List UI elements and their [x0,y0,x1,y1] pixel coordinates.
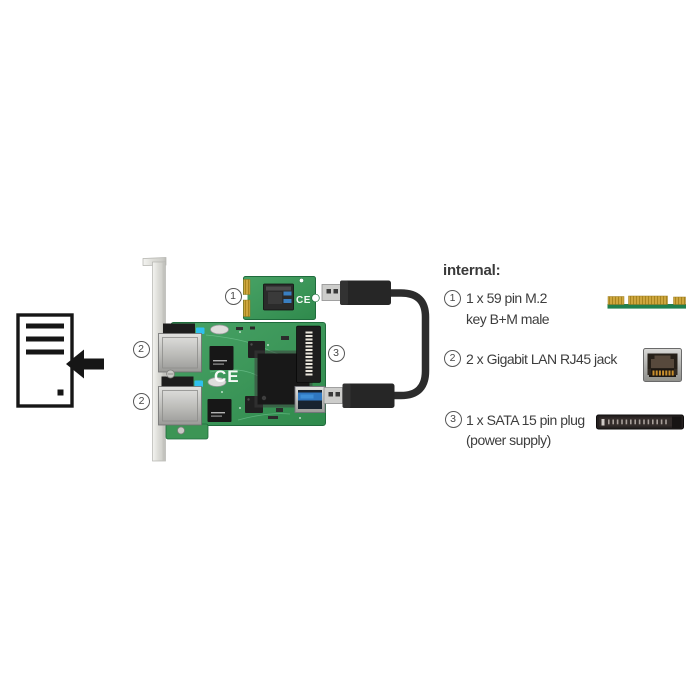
usb-socket-card [294,386,326,413]
screw [177,426,185,435]
callout-number: 3 [450,413,456,426]
legend-callout-3: 3 [444,411,462,428]
m2-mount-hole [298,277,304,283]
lan-led [194,380,203,387]
card-pcb-tab [165,423,209,440]
crystal-oscillator [207,377,227,387]
callout-1-m2: 1 [224,287,242,305]
smd-components [236,326,289,419]
pc-tower-outline [16,313,74,408]
callout-number: 2 [138,394,145,407]
tower-bay-bar [26,323,64,329]
legend-item-m2-text: 1 x 59 pin M.2 key B+M male [466,288,550,329]
lan-port-bottom [158,376,203,426]
legend-callout-2: 2 [444,350,461,367]
tower-power-button [57,389,64,396]
legend-line: 1 x 59 pin M.2 [466,290,547,306]
adapter-card: CE [158,322,326,440]
lan-led [196,327,205,334]
legend-line: 2 x Gigabit LAN RJ45 jack [466,350,617,367]
tower-bay-bar [26,349,64,355]
sata-power-connector [296,325,321,383]
pcb-vias [221,331,301,419]
m2-key-bm-edge-connector-icon [607,295,686,309]
legend-line: 1 x SATA 15 pin plug [466,411,585,428]
callout-number: 3 [333,346,339,359]
install-into-pc-icon [16,313,104,408]
callout-number: 1 [230,289,236,302]
crystal-oscillator [210,324,229,335]
m2-edge-fingers [242,279,251,317]
legend-line: (power supply) [466,432,551,448]
callout-3-sata: 3 [327,344,345,362]
cable-wire [389,289,430,400]
callout-number: 1 [449,292,456,305]
usb-cable [321,280,430,408]
insert-arrow-icon [66,349,104,379]
legend-item-lan-text: 2 x Gigabit LAN RJ45 jack [466,349,617,370]
ce-mark-module: CE [296,295,311,306]
legend-item-sata-text: 1 x SATA 15 pin plug (power supply) [466,410,585,451]
lan-port-top [158,323,205,373]
usb-socket-module [263,283,294,311]
callout-2-lan-bottom: 2 [133,392,150,410]
usb-plug-top [321,280,391,305]
lan-transformers [207,346,234,422]
m2-key-notch [242,294,248,300]
ce-mark: CE [214,367,240,386]
legend-panel: internal: 1 1 x 59 pin M.2 key B+M male … [440,257,698,457]
legend-callout-1: 1 [444,290,461,307]
m2-module: CE [242,276,320,320]
legend-line: key B+M male [466,310,550,327]
legend-title: internal: [443,262,501,279]
rj45-jack-icon [643,348,682,382]
callout-number: 2 [449,352,456,365]
callout-number: 2 [138,342,144,355]
tower-bay-bar [26,336,64,342]
sata-15-pin-plug-icon [596,414,684,430]
m2-screw-notch [311,293,320,303]
callout-2-lan-top: 2 [132,340,150,358]
usb-plug-bottom [323,383,395,408]
